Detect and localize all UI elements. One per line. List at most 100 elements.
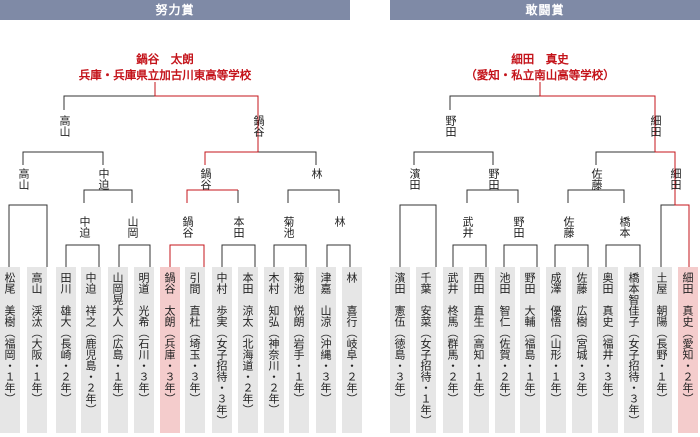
- player-info: （沖縄・３年）: [319, 327, 332, 404]
- player-info: （愛知・２年）: [681, 327, 694, 404]
- left-player-box: [0, 267, 20, 433]
- right-r3-name: 野田: [487, 168, 500, 190]
- left-player-box: [238, 267, 258, 433]
- player-info: （山形・１年）: [549, 327, 562, 404]
- player-name: 山岡晃大人: [111, 272, 124, 327]
- right-player-box: [652, 267, 672, 433]
- right-winner-school: （愛知・私立南山高等学校）: [465, 68, 615, 82]
- left-r2-name: 中迫: [78, 216, 91, 238]
- right-player-box: [520, 267, 540, 433]
- left-winner-name: 鍋谷 太朗: [136, 52, 194, 66]
- player-info: （長野・１年）: [655, 327, 668, 404]
- player-name: 細田 真史: [681, 272, 694, 327]
- right-player-box: [495, 267, 515, 433]
- right-r2-name: 武井: [461, 216, 474, 238]
- player-name: 池田 智仁: [498, 272, 511, 327]
- player-name: 野田 大輔: [523, 272, 536, 327]
- right-player-box: [443, 267, 463, 433]
- player-info: （鹿児島・２年）: [84, 327, 97, 415]
- right-r4-name: 野田: [444, 115, 457, 137]
- player-info: （高知・１年）: [472, 327, 485, 404]
- player-name: 千葉 安菜: [419, 272, 432, 327]
- left-winner-school: 兵庫・兵庫県立加古川東高等学校: [78, 68, 252, 82]
- right-r3-name: 細田: [669, 168, 682, 190]
- player-info: （佐賀・２年）: [498, 327, 511, 404]
- left-player-box: [316, 267, 336, 433]
- player-name: 成澤 優悟: [549, 272, 562, 327]
- player-info: （福岡・１年）: [3, 327, 16, 404]
- player-name: 奥田 真史: [601, 272, 614, 327]
- left-r2-name: 林: [333, 216, 346, 227]
- left-r2-name: 山岡: [126, 216, 139, 238]
- player-name: 西田 直生: [472, 272, 485, 327]
- player-name: 明道 光希: [137, 272, 150, 327]
- player-info: （女子招待・１年）: [419, 327, 432, 426]
- left-r2-name: 菊池: [282, 216, 295, 238]
- left-r2-name: 本田: [232, 216, 245, 238]
- player-info: （長崎・２年）: [59, 327, 72, 404]
- player-name: 津嘉 山涼: [319, 272, 332, 327]
- right-r3-name: 佐藤: [590, 168, 603, 190]
- left-player-box: [264, 267, 284, 433]
- player-info: （石川・３年）: [137, 327, 150, 404]
- player-info: （大阪・１年）: [30, 327, 43, 404]
- left-player-box: [27, 267, 47, 433]
- left-r4-name: 鍋谷: [252, 115, 265, 137]
- left-r3-name: 高山: [17, 168, 30, 190]
- left-player-box: [342, 267, 362, 433]
- player-name: 本田 涼太: [241, 272, 254, 327]
- player-name: 佐藤 広樹: [575, 272, 588, 327]
- player-name: 松尾 美樹: [3, 272, 16, 327]
- player-name: 木村 知弘: [267, 272, 280, 327]
- right-player-box-highlight: [678, 267, 698, 433]
- left-player-box: [212, 267, 232, 433]
- player-name: 林 喜行: [345, 272, 358, 327]
- player-name: 土屋 朝陽: [655, 272, 668, 327]
- left-player-box: [185, 267, 205, 433]
- left-player-box: [108, 267, 128, 433]
- right-player-box: [416, 267, 436, 433]
- player-name: 鍋谷 太朗: [163, 272, 176, 327]
- left-r3-name: 鍋谷: [199, 168, 212, 190]
- player-name: 引間 直杜: [188, 272, 201, 327]
- player-info: （兵庫・３年）: [163, 327, 176, 404]
- player-name: 濱田 憲伍: [393, 272, 406, 327]
- header-fighting-spirit-award: 敢闘賞: [390, 0, 700, 20]
- left-player-box: [81, 267, 101, 433]
- player-name: 橋本智佳子: [627, 272, 640, 327]
- player-name: 中村 歩実: [215, 272, 228, 327]
- player-info: （岩手・１年）: [292, 327, 305, 404]
- player-info: （福井・３年）: [601, 327, 614, 404]
- right-player-box: [390, 267, 410, 433]
- player-info: （福島・１年）: [523, 327, 536, 404]
- left-player-box-highlight: [160, 267, 180, 433]
- left-player-box: [289, 267, 309, 433]
- player-info: （神奈川・２年）: [267, 327, 280, 415]
- right-player-box: [598, 267, 618, 433]
- player-name: 菊池 悦朗: [292, 272, 305, 327]
- player-info: （女子招待・３年）: [627, 327, 640, 426]
- right-r2-name: 佐藤: [562, 216, 575, 238]
- player-name: 田川 雄大: [59, 272, 72, 327]
- right-player-box: [546, 267, 566, 433]
- player-info: （北海道・２年）: [241, 327, 254, 415]
- header-effort-award: 努力賞: [0, 0, 350, 20]
- right-r2-name: 橋本: [618, 216, 631, 238]
- player-info: （岐阜・２年）: [345, 327, 358, 404]
- right-r3-name: 濱田: [408, 168, 421, 190]
- player-name: 高山 渓汰: [30, 272, 43, 327]
- right-r4-name: 細田: [649, 115, 662, 137]
- right-player-box: [624, 267, 644, 433]
- left-player-box: [134, 267, 154, 433]
- player-info: （女子招待・３年）: [215, 327, 228, 426]
- player-info: （徳島・３年）: [393, 327, 406, 404]
- left-r3-name: 林: [310, 168, 323, 179]
- left-r2-name: 鍋谷: [181, 216, 194, 238]
- player-info: （宮城・３年）: [575, 327, 588, 404]
- player-name: 武井 柊馬: [446, 272, 459, 327]
- player-info: （群馬・２年）: [446, 327, 459, 404]
- right-r2-name: 野田: [512, 216, 525, 238]
- left-player-box: [56, 267, 76, 433]
- player-info: （埼玉・３年）: [188, 327, 201, 404]
